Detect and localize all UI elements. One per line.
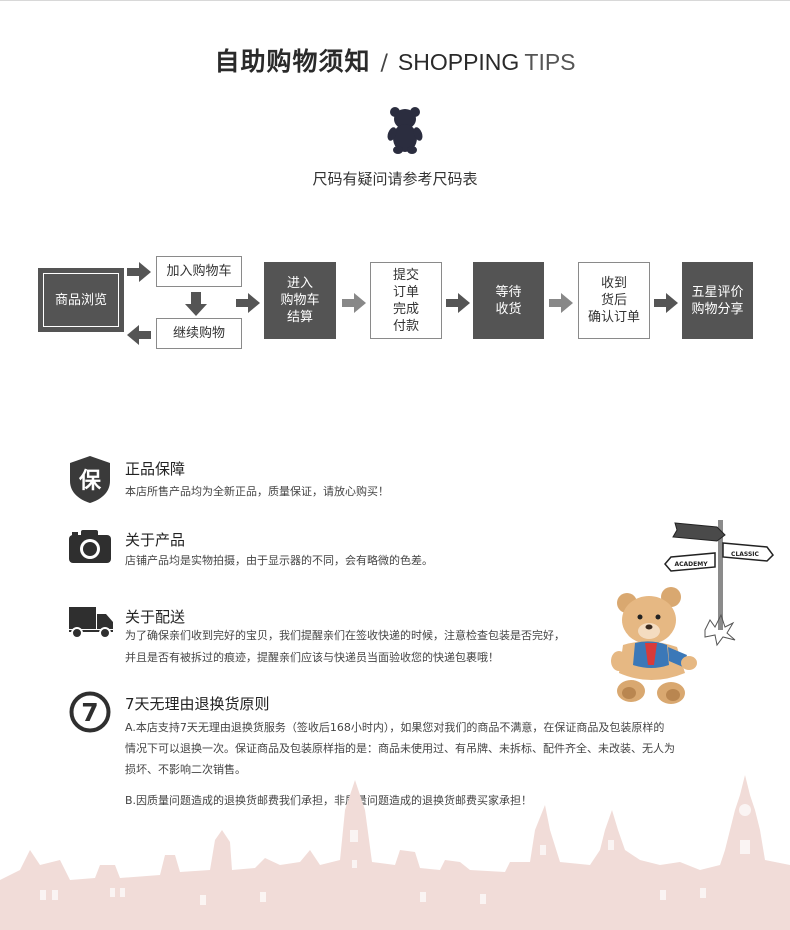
feature-text: 为了确保亲们收到完好的宝贝，我们提醒亲们在签收快递的时候，注意检查包装是否完好， <box>125 629 565 642</box>
step-submit-line: 订单 <box>392 284 419 300</box>
step-checkout-line: 进入 <box>286 276 313 291</box>
feature-text: 店铺产品均是实物拍摄，由于显示器的不同，会有略微的色差。 <box>125 554 433 567</box>
step-browse: 商品浏览 <box>38 268 124 332</box>
title-cn: 自助购物须知 <box>214 47 371 76</box>
step-checkout-line: 购物车 <box>280 293 320 308</box>
feature-title: 关于配送 <box>125 608 186 626</box>
step-submit-line: 付款 <box>392 318 419 334</box>
step-add-cart-label: 加入购物车 <box>166 264 232 279</box>
step-wait-line: 等待 <box>495 284 522 300</box>
bear-signpost-illustration: CLASSIC ACADEMY <box>611 520 774 704</box>
feature-text: 本店所售产品均为全新正品，质量保证，请放心购买！ <box>125 485 389 498</box>
camera-icon <box>69 530 111 563</box>
seven-days-icon: 7 <box>69 691 111 733</box>
arrow-right-icon <box>236 293 260 313</box>
page-title: 自助购物须知 / SHOPPING TIPS <box>0 42 790 78</box>
arrow-right-icon <box>654 293 678 313</box>
feature-product: 关于产品 店铺产品均是实物拍摄，由于显示器的不同，会有略微的色差。 <box>68 528 628 568</box>
step-browse-label: 商品浏览 <box>54 292 107 308</box>
shield-bao-icon: 保 <box>70 456 110 503</box>
arrow-right-icon <box>446 293 470 313</box>
feature-text: 并且是否有被拆过的痕迹，提醒亲们应该与快递员当面验收您的快递包裹哦！ <box>125 651 499 664</box>
step-continue-shopping: 继续购物 <box>156 318 242 349</box>
sign-academy: ACADEMY <box>674 561 708 568</box>
step-review-line: 五星评价 <box>691 284 744 300</box>
step-wait-delivery: 等待 收货 <box>473 262 544 339</box>
step-continue-label: 继续购物 <box>172 326 225 341</box>
step-submit-line: 完成 <box>392 301 419 317</box>
step-wait-line: 收货 <box>495 301 522 317</box>
arrow-left-icon <box>127 325 151 345</box>
bear-logo-icon <box>387 107 423 154</box>
sign-classic: CLASSIC <box>731 551 759 558</box>
arrow-down-icon <box>185 292 207 316</box>
step-confirm-line: 确认订单 <box>587 310 640 325</box>
title-en-bold: SHOPPING <box>397 49 520 75</box>
feature-text: B.因质量问题造成的退换货邮费我们承担，非质量问题造成的退换货邮费买家承担！ <box>125 794 533 807</box>
title-en-light: TIPS <box>524 49 576 75</box>
size-chart-hint: 尺码有疑问请参考尺码表 <box>312 170 478 188</box>
feature-text: A.本店支持7天无理由退换货服务（签收后168小时内），如果您对我们的商品不满意… <box>125 721 665 734</box>
step-checkout: 进入 购物车 结算 <box>264 262 336 339</box>
step-add-cart: 加入购物车 <box>156 256 242 287</box>
feature-returns: 7 7天无理由退换货原则 A.本店支持7天无理由退换货服务（签收后168小时内）… <box>68 690 748 812</box>
step-checkout-line: 结算 <box>286 310 313 325</box>
feature-delivery: 关于配送 为了确保亲们收到完好的宝贝，我们提醒亲们在签收快递的时候，注意检查包装… <box>68 605 628 669</box>
arrow-right-icon <box>549 293 573 313</box>
step-review-share: 五星评价 购物分享 <box>682 262 753 339</box>
feature-genuine: 保 正品保障 本店所售产品均为全新正品，质量保证，请放心购买！ <box>68 455 628 505</box>
step-submit-order: 提交 订单 完成 付款 <box>370 262 442 339</box>
seven-char: 7 <box>81 698 98 727</box>
step-confirm-receipt: 收到 货后 确认订单 <box>578 262 650 339</box>
arrow-right-icon <box>342 293 366 313</box>
top-divider <box>0 0 790 1</box>
truck-icon <box>69 607 113 639</box>
feature-title: 关于产品 <box>125 531 186 549</box>
feature-text: 损坏、不影响二次销售。 <box>125 763 246 776</box>
step-review-line: 购物分享 <box>691 301 744 317</box>
step-confirm-line: 货后 <box>600 293 627 308</box>
step-submit-line: 提交 <box>392 267 419 283</box>
feature-title: 正品保障 <box>125 460 186 478</box>
title-separator: / <box>380 51 388 76</box>
feature-title: 7天无理由退换货原则 <box>125 695 270 713</box>
step-confirm-line: 收到 <box>600 276 627 291</box>
feature-text: 情况下可以退换一次。保证商品及包装原样指的是：商品未使用过、有吊牌、未拆标、配件… <box>125 742 675 755</box>
city-skyline-illustration <box>0 775 790 930</box>
shield-char: 保 <box>78 469 102 494</box>
arrow-right-icon <box>127 262 151 282</box>
